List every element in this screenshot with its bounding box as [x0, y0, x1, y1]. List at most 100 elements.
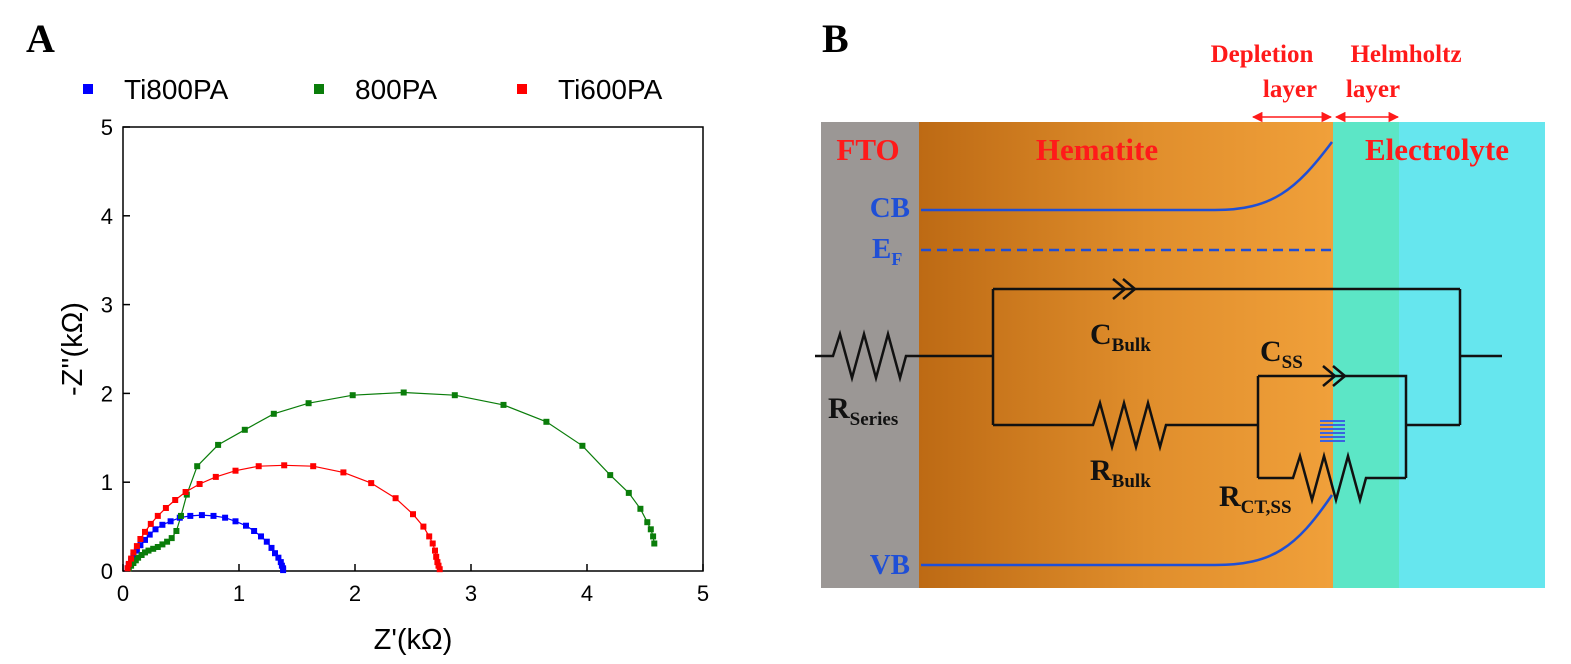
x-tick-label: 2 — [349, 581, 361, 606]
data-point-ti600pa — [125, 560, 132, 567]
data-point-ti600pa — [340, 469, 347, 476]
data-point-ti600pa — [212, 473, 219, 480]
c-ss-label: CSS — [1260, 335, 1303, 373]
fto-label: FTO — [836, 132, 899, 167]
r-ct-resistor — [1258, 451, 1406, 505]
r-bulk-resistor — [993, 398, 1258, 452]
data-point-ti600pa — [429, 540, 436, 547]
data-point-800pa — [135, 554, 142, 561]
data-point-ti800pa — [268, 544, 275, 551]
data-point-ti600pa — [137, 536, 144, 542]
data-point-ti600pa — [410, 511, 416, 518]
data-point-ti800pa — [258, 533, 264, 540]
data-point-800pa — [154, 544, 161, 550]
data-point-ti600pa — [182, 489, 189, 495]
data-point-800pa — [241, 426, 248, 433]
data-point-ti600pa — [130, 549, 137, 556]
y-tick-label: 4 — [101, 204, 113, 229]
surface-states-icon — [1320, 420, 1345, 442]
data-point-ti800pa — [159, 521, 166, 528]
data-point-ti800pa — [263, 538, 270, 545]
data-point-800pa — [150, 545, 157, 552]
data-point-ti600pa — [436, 566, 443, 573]
data-point-ti600pa — [147, 520, 154, 527]
x-tick-label: 5 — [697, 581, 709, 606]
data-point-800pa — [173, 528, 180, 534]
data-point-ti600pa — [255, 463, 262, 470]
data-point-800pa — [194, 463, 201, 470]
r-bulk-label: RBulk — [1090, 454, 1151, 492]
x-tick-label: 3 — [465, 581, 477, 606]
hematite-label: Hematite — [1036, 132, 1158, 167]
data-point-ti600pa — [432, 547, 438, 554]
data-point-ti600pa — [281, 462, 288, 469]
data-point-800pa — [651, 540, 658, 547]
legend-label-ti800pa: Ti800PA — [124, 74, 229, 105]
data-point-ti800pa — [146, 531, 153, 538]
data-point-ti800pa — [222, 514, 229, 521]
y-tick-label: 0 — [101, 559, 113, 584]
data-point-ti600pa — [154, 512, 161, 519]
y-tick-label: 2 — [101, 381, 113, 406]
data-point-800pa — [500, 401, 507, 408]
data-point-ti800pa — [251, 528, 258, 534]
data-point-800pa — [168, 535, 175, 542]
data-point-ti600pa — [392, 495, 399, 502]
conduction-band-line — [921, 141, 1333, 212]
data-point-ti800pa — [187, 512, 194, 519]
data-point-800pa — [164, 538, 171, 545]
valence-band-line — [921, 494, 1334, 567]
cb-label: CB — [870, 192, 910, 224]
data-point-800pa — [644, 519, 651, 526]
x-tick-label: 4 — [581, 581, 593, 606]
plot-frame — [122, 126, 704, 572]
data-point-ti600pa — [196, 481, 203, 487]
data-point-ti600pa — [426, 533, 433, 540]
data-point-ti800pa — [275, 554, 282, 561]
data-point-ti600pa — [142, 528, 148, 535]
c-ss-capacitor — [1322, 365, 1347, 387]
data-point-ti600pa — [232, 467, 239, 474]
data-point-ti800pa — [210, 512, 217, 519]
data-point-800pa — [400, 389, 407, 396]
helmholtz-region — [1333, 122, 1399, 588]
equivalent-circuit — [815, 278, 1502, 505]
data-point-800pa — [650, 533, 657, 540]
y-tick-label: 3 — [101, 293, 113, 318]
data-point-800pa — [305, 400, 312, 407]
data-point-ti800pa — [272, 550, 278, 557]
legend-marker-ti800pa — [83, 84, 93, 94]
data-point-ti800pa — [142, 536, 148, 543]
data-point-ti800pa — [152, 526, 159, 533]
data-point-ti800pa — [167, 518, 174, 525]
data-point-800pa — [451, 392, 458, 399]
panel-b-letter: B — [822, 16, 849, 61]
depletion-label-line2: layer — [1263, 76, 1317, 103]
data-point-ti600pa — [435, 562, 442, 569]
data-point-ti600pa — [368, 480, 375, 487]
helmholtz-label-line2: layer — [1346, 76, 1400, 103]
y-tick-label: 1 — [101, 470, 113, 495]
panel-b-circuit-diagram: B Depletion layer Helmholtz layer FTO He… — [815, 16, 1545, 588]
data-point-800pa — [625, 489, 632, 496]
data-point-800pa — [607, 472, 614, 479]
panel-a-letter: A — [26, 16, 55, 61]
data-point-ti600pa — [128, 555, 135, 562]
c-ss-branch-wire — [1258, 374, 1408, 478]
helmholtz-label-line1: Helmholtz — [1350, 41, 1461, 68]
x-tick-label: 0 — [117, 581, 129, 606]
data-point-ti600pa — [172, 497, 179, 503]
series-lines — [127, 391, 655, 571]
data-point-ti800pa — [232, 518, 239, 525]
data-point-800pa — [543, 418, 550, 425]
legend-label-ti600pa: Ti600PA — [558, 74, 663, 105]
legend-marker-ti600pa — [517, 84, 527, 94]
legend-marker-800pa — [314, 84, 324, 94]
data-point-ti600pa — [310, 463, 317, 470]
data-point-ti600pa — [124, 565, 131, 572]
ef-label: EF — [872, 233, 902, 269]
x-tick-label: 1 — [233, 581, 245, 606]
vb-label: VB — [870, 549, 910, 581]
data-point-800pa — [145, 547, 152, 554]
